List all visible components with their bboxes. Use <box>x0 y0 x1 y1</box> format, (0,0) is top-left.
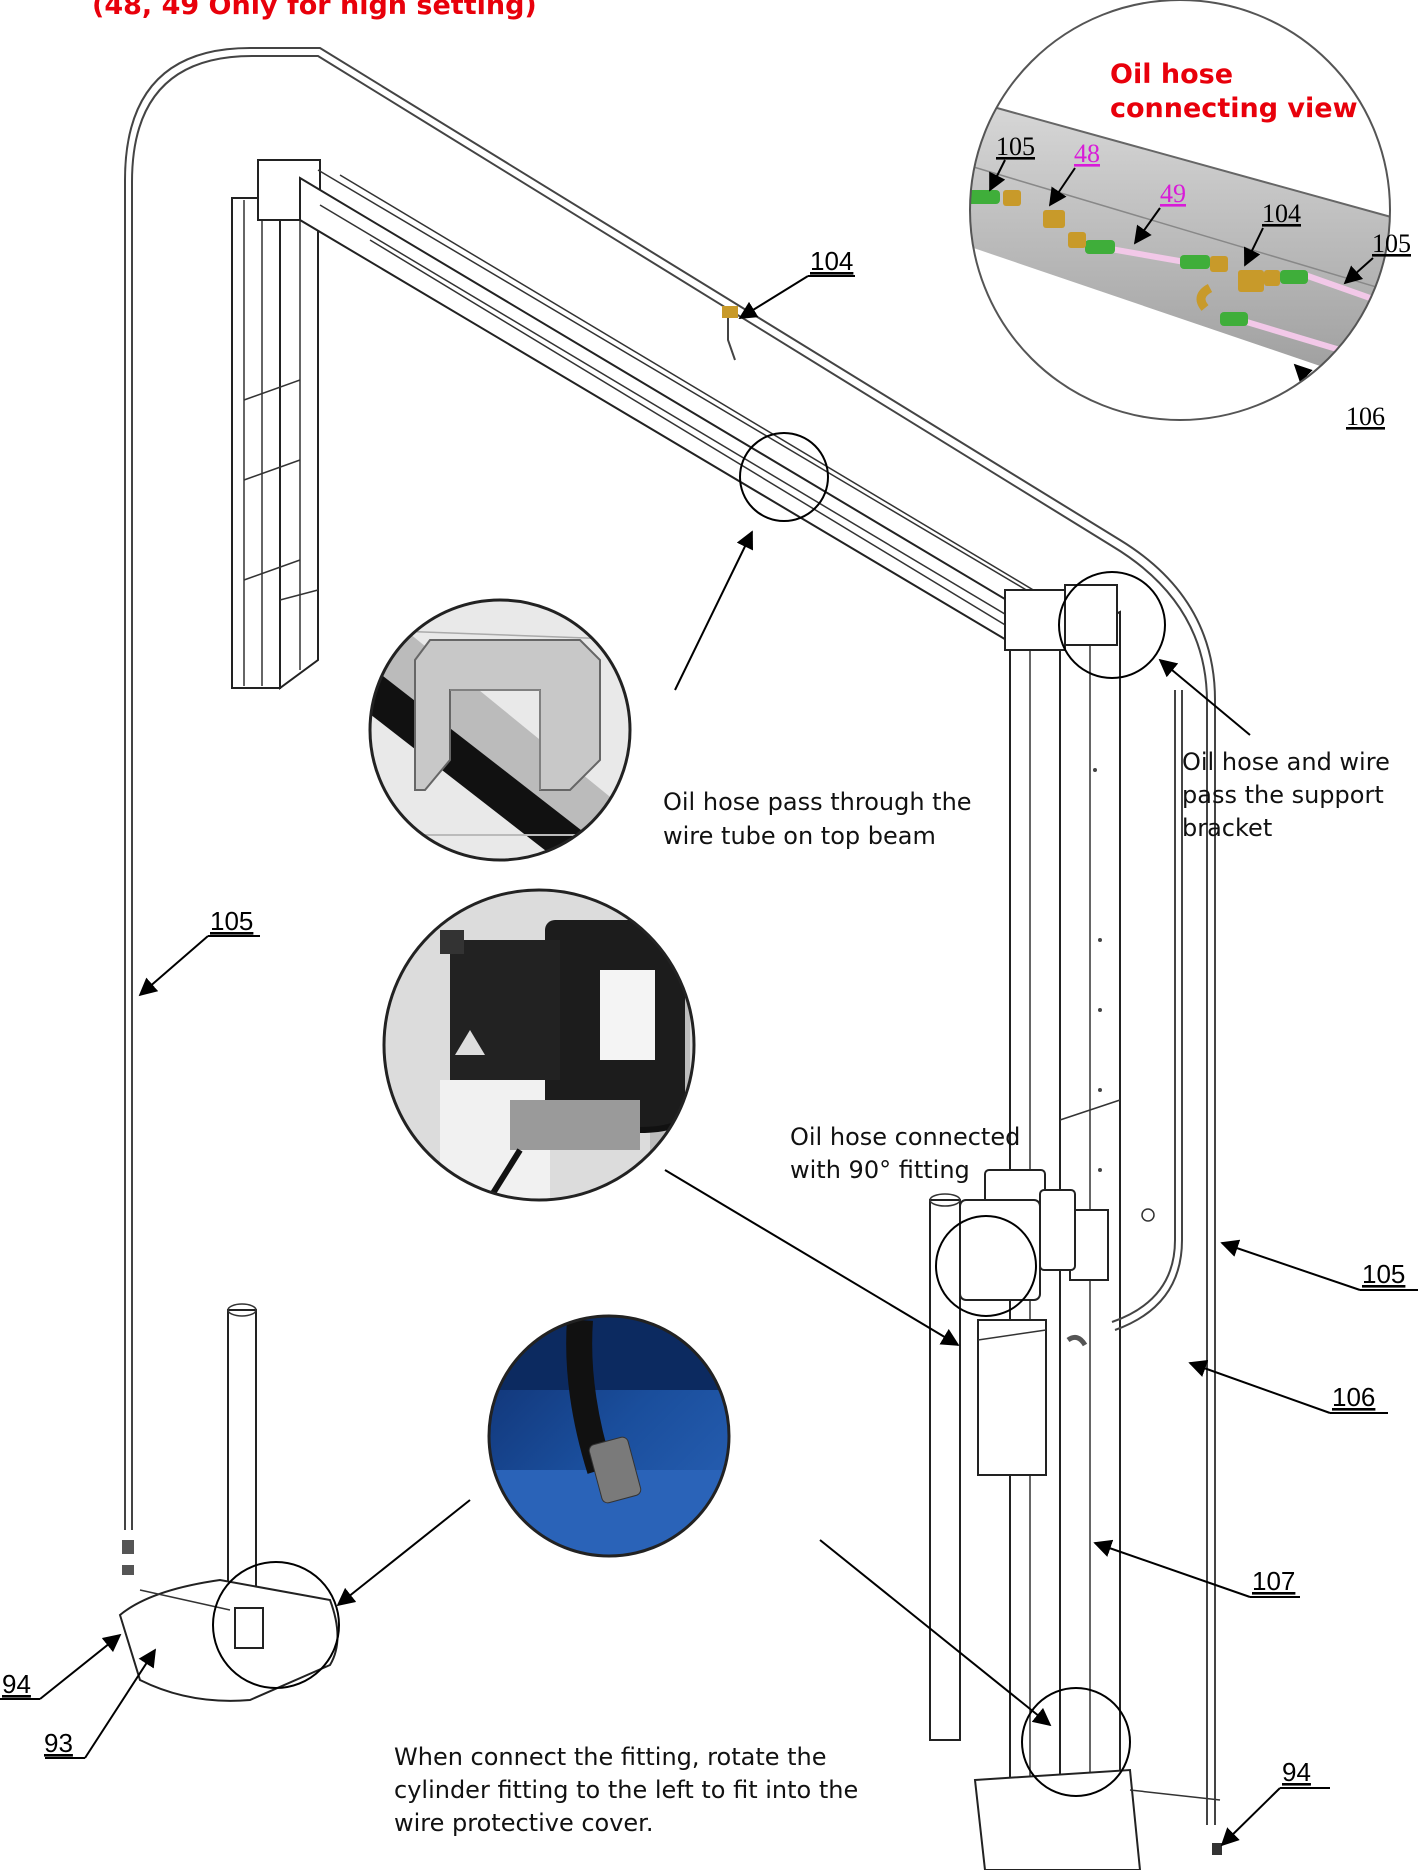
note-rotate-line2: cylinder fitting to the left to fit into… <box>394 1776 858 1804</box>
detail-circle-beam <box>739 432 829 522</box>
note-wire-tube-line1: Oil hose pass through the <box>663 788 972 816</box>
lift-frame <box>118 47 1222 1870</box>
note-wire-tube-line2: wire tube on top beam <box>663 822 936 850</box>
label-105-left: 105 <box>210 906 253 936</box>
inset-label-105-left: 105 <box>996 132 1035 161</box>
note-support-bracket: Oil hose and wire pass the support brack… <box>1182 748 1390 842</box>
wire-tube-detail <box>368 598 632 862</box>
inset-label-106: 106 <box>1346 402 1385 431</box>
detail-circle-right-base <box>1021 1687 1131 1797</box>
note-90-fitting-line1: Oil hose connected <box>790 1123 1020 1151</box>
label-107: 107 <box>1252 1566 1295 1596</box>
detail-circle-motor <box>935 1215 1037 1317</box>
inset-label-105-right: 105 <box>1372 229 1411 258</box>
note-support-bracket-line2: pass the support <box>1182 781 1384 809</box>
inset-label-49: 49 <box>1160 179 1186 208</box>
detail-circle-left-base <box>212 1561 340 1689</box>
note-support-bracket-line1: Oil hose and wire <box>1182 748 1390 776</box>
header-title: (48, 49 Only for high setting) <box>92 0 537 21</box>
inset-label-104: 104 <box>1262 199 1301 228</box>
label-94-right: 94 <box>1282 1757 1311 1787</box>
note-90-fitting: Oil hose connected with 90° fitting <box>790 1123 1020 1184</box>
inset-title-line2: connecting view <box>1110 93 1358 124</box>
note-wire-tube: Oil hose pass through the wire tube on t… <box>663 788 972 850</box>
note-support-bracket-line3: bracket <box>1182 814 1272 842</box>
label-104-top: 104 <box>810 246 853 276</box>
note-rotate-fitting: When connect the fitting, rotate the cyl… <box>394 1743 858 1837</box>
inset-title-line1: Oil hose <box>1110 59 1233 90</box>
note-90-fitting-line2: with 90° fitting <box>790 1156 970 1184</box>
note-rotate-line3: wire protective cover. <box>394 1809 653 1837</box>
note-rotate-line1: When connect the fitting, rotate the <box>394 1743 827 1771</box>
motor-fitting-detail <box>382 888 696 1202</box>
label-106: 106 <box>1332 1382 1375 1412</box>
cylinder-fitting-detail <box>487 1314 731 1558</box>
oil-hose-connecting-view: Oil hose connecting view 105 48 49 104 1… <box>969 0 1411 431</box>
detail-circle-bracket <box>1058 571 1166 679</box>
label-94-left: 94 <box>2 1669 31 1699</box>
leader-arrows <box>0 275 1418 1847</box>
label-105-right: 105 <box>1362 1259 1405 1289</box>
inset-label-48: 48 <box>1074 139 1100 168</box>
label-93: 93 <box>44 1728 73 1758</box>
